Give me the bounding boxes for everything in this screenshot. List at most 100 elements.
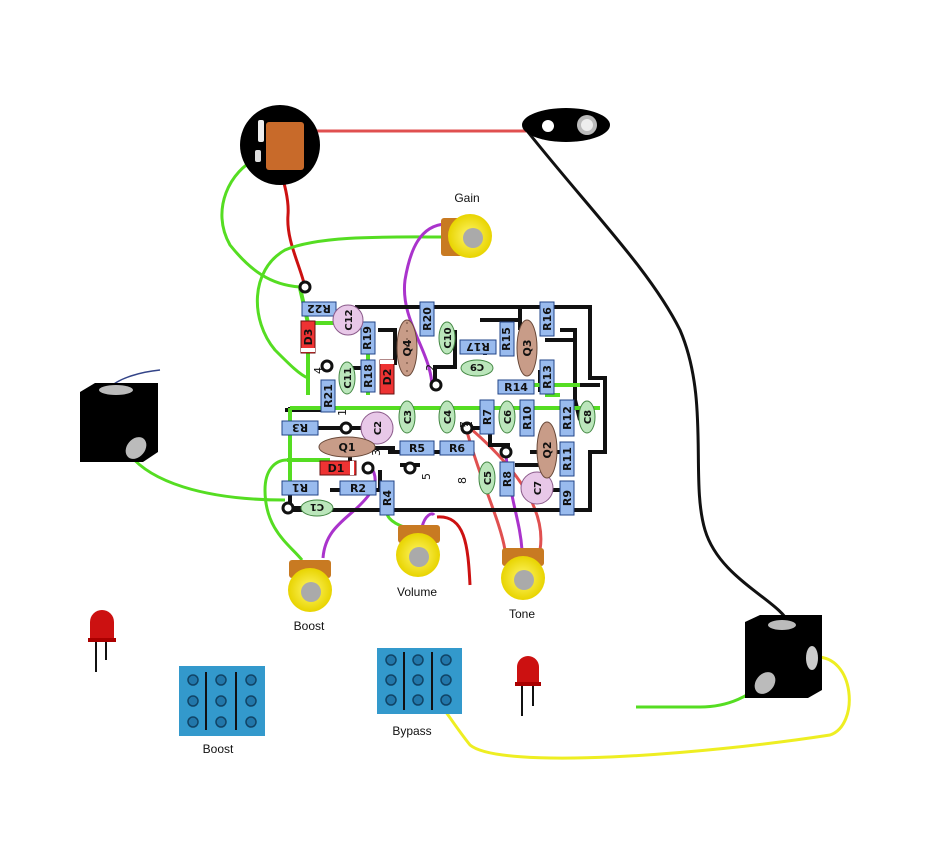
diode-d2: D2 [379,359,395,395]
resistor-r15: R15 [499,321,515,357]
diode-d1: D1 [319,460,357,476]
svg-text:C4: C4 [443,410,454,424]
svg-text:Q4: Q4 [401,339,414,356]
boost-switch[interactable] [179,666,265,736]
boost-pot[interactable] [288,560,332,612]
battery-clip [522,108,610,142]
svg-text:R5: R5 [409,442,425,455]
dc-power-jack [240,105,320,185]
svg-text:R1: R1 [292,481,308,494]
svg-text:Q3: Q3 [521,339,534,356]
output-jack [745,615,822,698]
svg-text:C7: C7 [533,481,544,495]
boost-switch-label: Boost [203,742,234,756]
gain-signal-wire [402,222,447,386]
transistor-q1: Q1 [318,436,376,458]
svg-text:R13: R13 [541,365,554,389]
resistor-r9: R9 [559,480,575,516]
svg-text:R16: R16 [541,307,554,331]
pad-label-4: 4 [312,367,325,374]
capacitor-c7: C7 [520,471,554,505]
resistor-r10: R10 [519,399,535,437]
boost-signal-wire [321,464,377,559]
svg-text:R10: R10 [521,406,534,430]
svg-text:R3: R3 [292,421,308,434]
pad-label-8: 8 [456,477,469,484]
svg-text:Q2: Q2 [541,441,554,458]
resistor-r17: R17 [459,339,497,355]
volume-label: Volume [397,585,437,599]
pad-label-7: 7 [458,421,471,428]
svg-text:C12: C12 [344,309,355,330]
resistor-r6: R6 [439,440,475,456]
svg-text:C10: C10 [443,327,454,348]
svg-text:R7: R7 [481,409,494,425]
capacitor-c6: C6 [498,400,516,434]
svg-text:C2: C2 [373,421,384,435]
resistor-r5: R5 [399,440,435,456]
bypass-wire [418,655,851,760]
svg-text:C9: C9 [470,361,484,372]
svg-text:R22: R22 [307,302,331,315]
svg-text:D2: D2 [381,369,394,386]
svg-text:R11: R11 [561,447,574,471]
tone-pot[interactable] [501,548,545,600]
resistor-r3: R3 [281,420,319,436]
battery-ground-wire [526,131,792,626]
capacitor-c2: C2 [360,411,394,445]
capacitor-c8: C8 [578,400,596,434]
svg-text:R19: R19 [361,326,374,350]
resistor-r2: R2 [339,480,377,496]
led-right [515,656,541,716]
gain-ground-wire [255,235,446,380]
gain-label: Gain [454,191,479,205]
svg-text:R9: R9 [561,490,574,506]
input-jack [80,383,158,462]
volume-pot[interactable] [396,525,440,577]
led-left [88,610,116,672]
tone-label: Tone [509,607,535,621]
svg-text:C11: C11 [343,367,354,388]
capacitor-c4: C4 [438,400,456,434]
svg-text:Q1: Q1 [338,441,355,454]
resistor-r1: R1 [281,480,319,496]
resistor-r14: R14 [497,379,535,395]
svg-text:R18: R18 [362,364,375,388]
pad-label-3: 3 [370,449,383,456]
svg-text:R4: R4 [381,490,394,506]
capacitor-c12: C12 [332,304,364,336]
pad-label-1a: 1 [336,409,349,416]
svg-text:C8: C8 [583,410,594,424]
resistor-r8: R8 [499,461,515,497]
resistor-r4: R4 [379,480,395,516]
gain-pot[interactable] [441,214,492,258]
boost-pot-label: Boost [294,619,325,633]
capacitor-c11: C11 [338,361,356,395]
svg-text:C6: C6 [503,410,514,424]
svg-text:C1: C1 [310,501,324,512]
pad-label-5: 5 [420,473,433,480]
pad-label-2: 2 [424,364,437,371]
bypass-switch-label: Bypass [392,724,431,738]
capacitor-c1: C1 [300,499,334,517]
resistor-r20: R20 [419,301,435,337]
svg-text:R20: R20 [421,307,434,331]
capacitor-c10: C10 [438,321,456,355]
svg-text:C3: C3 [403,410,414,424]
resistor-r7: R7 [479,399,495,435]
resistor-r16: R16 [539,301,555,337]
svg-text:R15: R15 [500,327,513,351]
resistor-r11: R11 [559,441,575,477]
resistor-r18: R18 [360,359,376,393]
capacitor-c3: C3 [398,400,416,434]
svg-text:R2: R2 [350,482,366,495]
svg-text:R12: R12 [561,406,574,430]
svg-text:R8: R8 [501,471,514,487]
dc-ground-wire [220,156,301,289]
svg-text:D3: D3 [302,329,315,346]
bypass-switch[interactable] [377,648,462,714]
svg-text:R6: R6 [449,442,465,455]
transistor-q4: Q4 [396,319,418,377]
transistor-q3: Q3 [516,319,538,377]
